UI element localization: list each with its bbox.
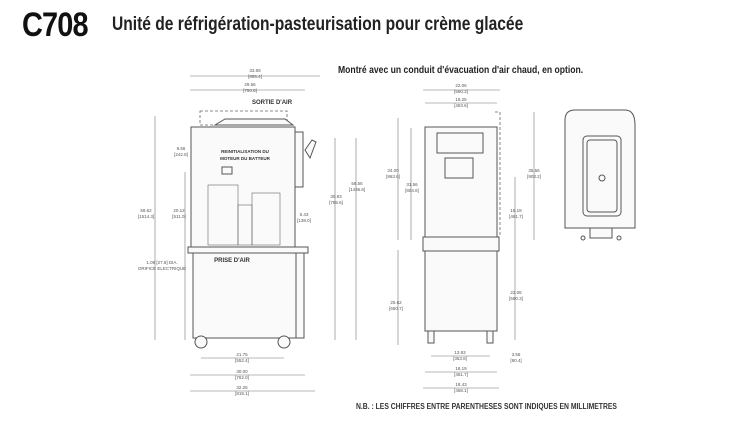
dim-cart-height: 25.62 <box>390 300 402 305</box>
product-title: Unité de réfrigération-pasteurisation po… <box>112 14 524 35</box>
dim-caster-width-mm: [552.4] <box>235 358 249 363</box>
dim-front-overall-mm: [468.1] <box>454 388 468 393</box>
dim-cart-width-mm: [762.0] <box>235 375 249 380</box>
top-view <box>564 109 636 241</box>
dim-front-width-top: 22.06 <box>455 83 467 88</box>
dim-cart-width: 30.00 <box>236 369 248 374</box>
dim-caster-spacing-mm: [353.8] <box>453 356 467 361</box>
dim-width-top-mm: [750.8] <box>243 88 257 93</box>
dim-duct-height: 18.19 <box>510 208 522 213</box>
air-inlet-label: PRISE D'AIR <box>214 258 250 264</box>
dim-caster-height-mm: [90.4] <box>510 358 521 363</box>
dim-front-height-left: 34.00 <box>387 168 399 173</box>
dim-height-reset: 20.12 <box>173 208 185 213</box>
dim-front-width-top-mm: [560.3] <box>454 89 468 94</box>
dim-cart-right-mm: [560.3] <box>509 296 523 301</box>
dim-base-width-mm: [461.7] <box>454 372 468 377</box>
dim-spout-offset: 5.43 <box>300 212 309 217</box>
vent-grille <box>207 184 281 246</box>
dim-height-reset-mm: [511.0] <box>172 214 185 219</box>
front-view: 22.06 [560.3] 18.25 [463.6] 34.00 [863.6… <box>386 83 541 393</box>
dim-base-width: 18.19 <box>455 366 467 371</box>
reset-label: REINITIALISATION DU <box>221 149 269 154</box>
dim-cart-height-mm: [650.7] <box>389 306 403 311</box>
dim-front-height-left-mm: [863.6] <box>386 174 400 179</box>
dim-spout: 30.93 <box>330 194 342 199</box>
side-view: 33.69 [855.4] 29.56 [750.8] SORTIE D'AIR… <box>138 68 365 396</box>
electrical-label: ORIFICE ELECTRIQUE <box>138 266 186 271</box>
electrical-dim: 1.09 [27.8] DIA. <box>146 260 177 265</box>
option-note: Montré avec un conduit d'évacuation d'ai… <box>338 64 584 76</box>
dim-front-inner: 18.25 <box>455 97 467 102</box>
dim-cart-right: 22.06 <box>510 290 522 295</box>
dim-caster-height: 3.56 <box>512 352 521 357</box>
dim-front-height-left2-mm: [804.6] <box>405 188 419 193</box>
footnote: N.B. : LES CHIFFRES ENTRE PARENTHESES SO… <box>356 402 617 411</box>
air-outlet-label: SORTIE D'AIR <box>252 100 293 106</box>
dim-width-top: 29.56 <box>244 82 256 87</box>
dim-height-total-mm: [1514.3] <box>138 214 154 219</box>
dim-front-overall: 18.43 <box>455 382 467 387</box>
dim-overall-width-mm: [819.1] <box>235 391 249 396</box>
dim-front-height-right: 35.56 <box>528 168 540 173</box>
dim-overall-width: 32.25 <box>236 385 248 390</box>
reset-label-2: MOTEUR DU BATTEUR <box>220 156 270 161</box>
dim-spout-offset-mm: [138.0] <box>297 218 311 223</box>
dim-caster-width: 21.75 <box>236 352 248 357</box>
dim-width-total-mm: [855.4] <box>248 74 262 79</box>
dim-front-height-left2: 31.56 <box>406 182 418 187</box>
dim-reset: 9.56 <box>177 146 186 151</box>
dim-spout-mm: [785.6] <box>329 200 343 205</box>
dim-caster-spacing: 13.93 <box>454 350 466 355</box>
dim-height-total: 59.62 <box>140 208 152 213</box>
dim-width-total: 33.69 <box>249 68 261 73</box>
dim-duct-height-mm: [461.7] <box>509 214 523 219</box>
dim-front-inner-mm: [463.6] <box>454 103 468 108</box>
page-title: C708 <box>22 6 99 45</box>
dim-spout-top: 56.56 <box>351 181 363 186</box>
model-number: C708 <box>22 6 89 44</box>
dim-reset-mm: [242.8] <box>174 152 188 157</box>
dim-spout-top-mm: [1436.6] <box>349 187 365 192</box>
dim-front-height-right-mm: [903.2] <box>527 174 541 179</box>
